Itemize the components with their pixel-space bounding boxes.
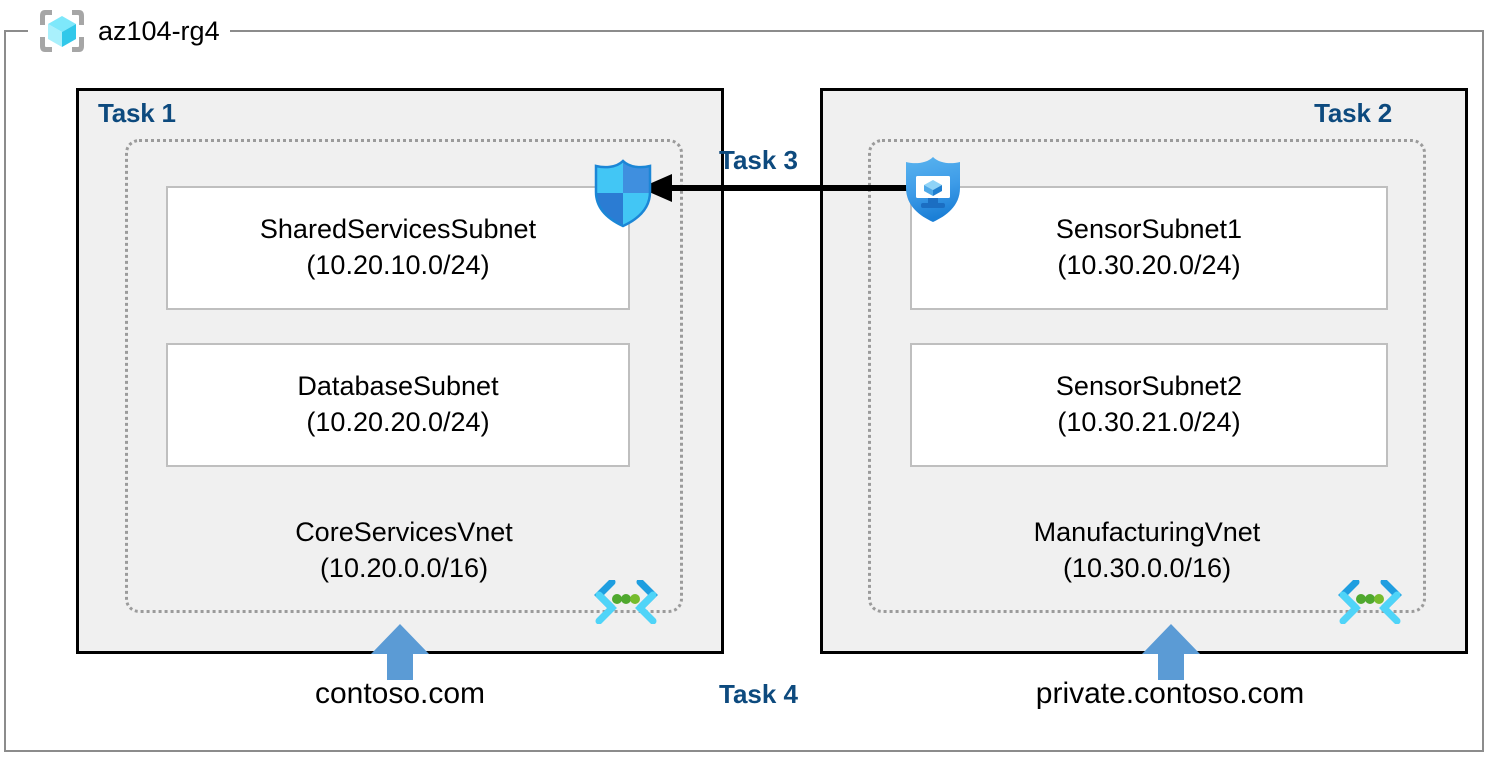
virtual-network-core-services [125,139,683,613]
task-label-2: Task 2 [1314,98,1392,128]
virtual-network-icon [592,578,660,625]
task-label-1: Task 1 [98,98,176,128]
dns-zone-private-contoso: private.contoso.com [1035,677,1305,710]
vnet-name: ManufacturingVnet [1033,517,1261,547]
vnet-caption-manufacturing: ManufacturingVnet (10.30.0.0/16) [868,515,1426,586]
azure-resource-group-icon [36,7,88,55]
vnet-cidr: (10.30.0.0/16) [1062,552,1232,583]
virtual-network-icon [1336,578,1404,625]
subnet-cidr: (10.20.10.0/24) [306,250,490,280]
subnet-name: SensorSubnet2 [1055,371,1243,402]
dns-up-arrow-icon [1142,624,1200,680]
network-watcher-shield-icon [896,152,970,226]
dns-up-arrow-icon [371,624,429,680]
subnet-name: SensorSubnet1 [1055,214,1243,245]
resource-group-name: az104-rg4 [98,15,220,46]
network-security-group-shield-icon [586,156,660,230]
subnet-cidr: (10.30.21.0/24) [1057,407,1241,437]
peering-arrow-icon [640,170,920,206]
dns-zone-contoso: contoso.com [314,677,486,710]
subnet-name: DatabaseSubnet [297,371,499,402]
subnet-cidr: (10.30.20.0/24) [1057,250,1241,280]
task-label-3: Task 3 [719,145,799,175]
virtual-network-manufacturing [868,139,1426,613]
resource-group-header: az104-rg4 [28,10,230,52]
vnet-caption-core-services: CoreServicesVnet (10.20.0.0/16) [125,515,683,586]
vnet-cidr: (10.20.0.0/16) [319,552,489,583]
subnet-sensor-2: SensorSubnet2 (10.30.21.0/24) [910,343,1388,467]
subnet-database: DatabaseSubnet (10.20.20.0/24) [166,343,630,467]
subnet-sensor-1: SensorSubnet1 (10.30.20.0/24) [910,186,1388,310]
vnet-name: CoreServicesVnet [295,517,513,547]
resource-group-boundary [4,30,1484,752]
subnet-shared-services: SharedServicesSubnet (10.20.10.0/24) [166,186,630,310]
subnet-cidr: (10.20.20.0/24) [306,407,490,437]
task-label-4: Task 4 [719,679,799,709]
subnet-name: SharedServicesSubnet [259,214,537,245]
